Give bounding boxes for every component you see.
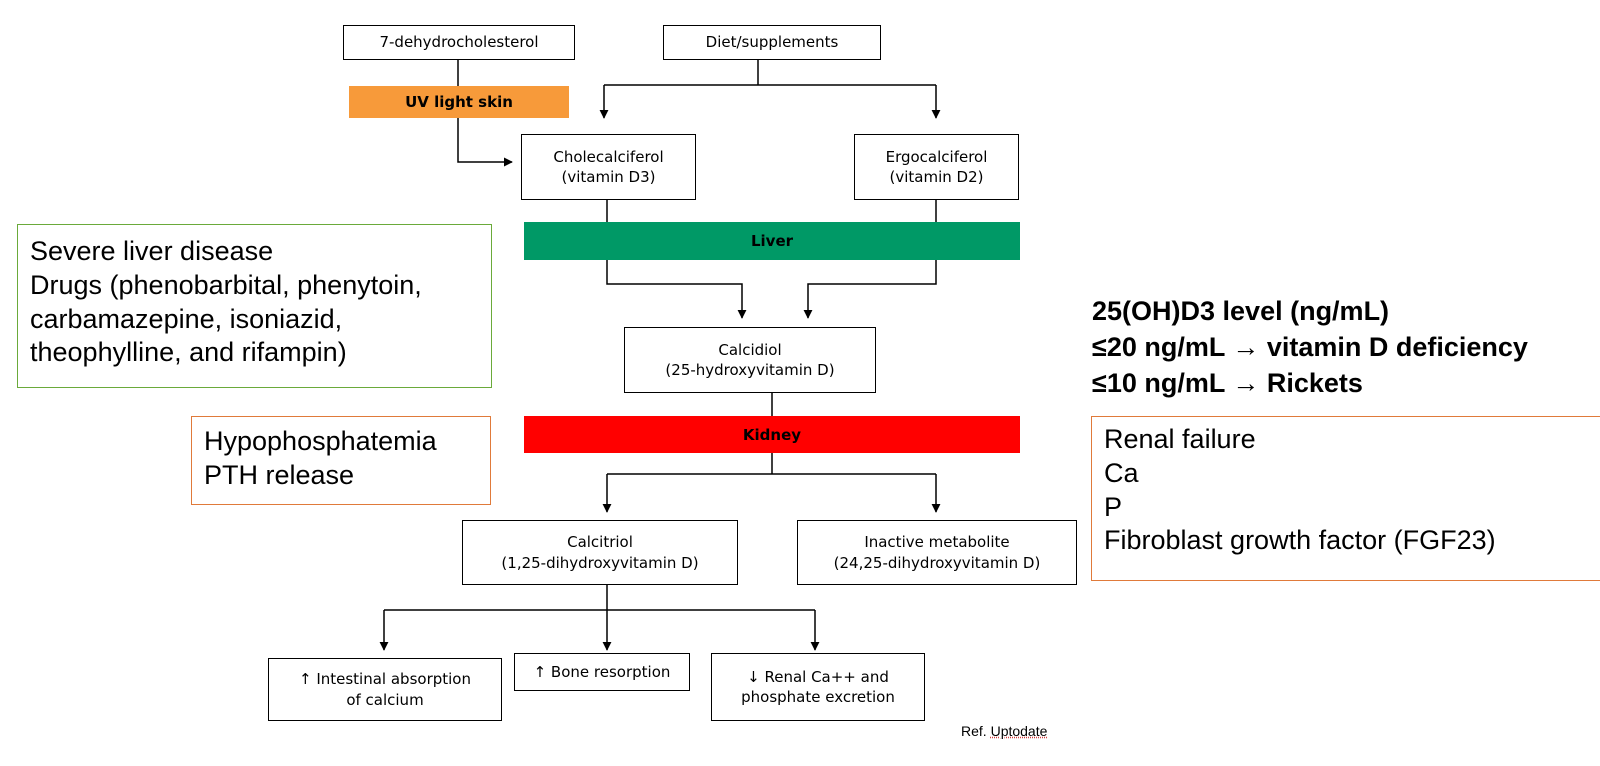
node-inactive-metabolite: Inactive metabolite (24,25-dihydroxyvita…: [797, 520, 1077, 585]
node-calcidiol: Calcidiol (25-hydroxyvitamin D): [624, 327, 876, 393]
reference-note: Ref. Uptodate: [961, 723, 1047, 739]
liver-factors-note: Severe liver disease Drugs (phenobarbita…: [17, 224, 492, 388]
node-bone-resorption: ↑ Bone resorption: [514, 653, 690, 691]
band-kidney: Kidney: [524, 416, 1020, 453]
node-calcitriol: Calcitriol (1,25-dihydroxyvitamin D): [462, 520, 738, 585]
node-7-dehydrocholesterol: 7-dehydrocholesterol: [343, 25, 575, 60]
band-liver: Liver: [524, 222, 1020, 260]
node-ergocalciferol: Ergocalciferol (vitamin D2): [854, 134, 1019, 200]
vitamin-d-levels: 25(OH)D3 level (ng/mL) ≤20 ng/mL → vitam…: [1092, 294, 1528, 402]
kidney-inhibitors-note: Renal failure Ca P Fibroblast growth fac…: [1091, 416, 1600, 581]
reference-source: Uptodate: [991, 723, 1048, 739]
node-intestinal-absorption: ↑ Intestinal absorption of calcium: [268, 658, 502, 721]
node-cholecalciferol: Cholecalciferol (vitamin D3): [521, 134, 696, 200]
node-renal-excretion: ↓ Renal Ca++ and phosphate excretion: [711, 653, 925, 721]
band-uv-light-skin: UV light skin: [349, 86, 569, 118]
kidney-stimuli-note: Hypophosphatemia PTH release: [191, 416, 491, 505]
node-diet-supplements: Diet/supplements: [663, 25, 881, 60]
